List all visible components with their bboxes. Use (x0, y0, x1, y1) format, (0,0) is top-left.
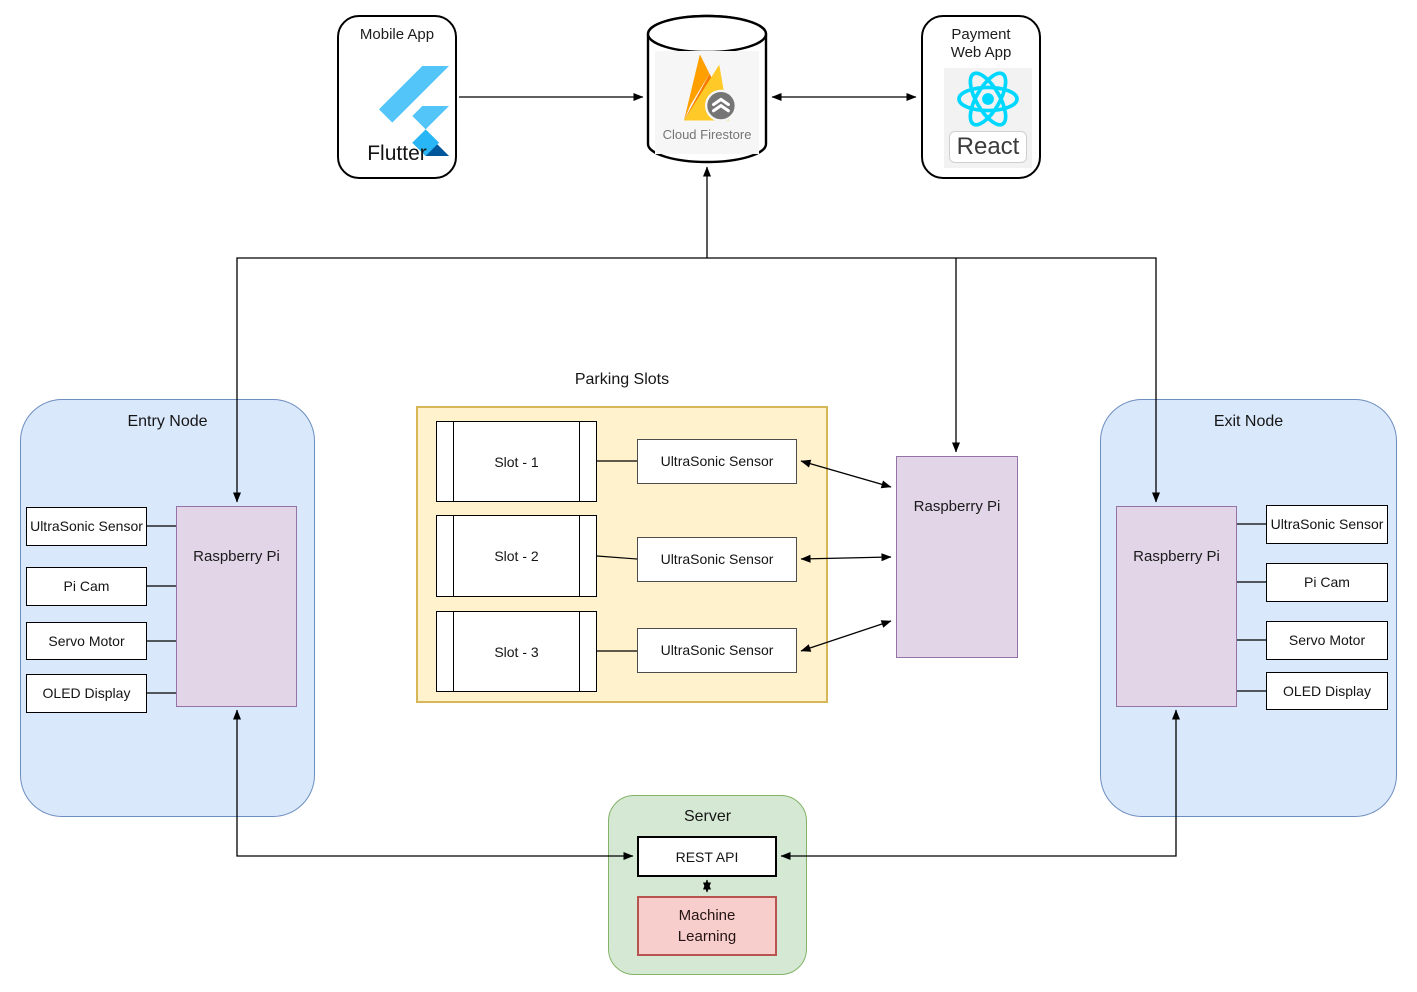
entry-device-servo: Servo Motor (26, 622, 147, 660)
react-label: React (948, 131, 1028, 163)
entry-node-title: Entry Node (127, 413, 208, 430)
server-title: Server (683, 808, 732, 825)
react-card: React (944, 68, 1032, 168)
entry-device-picam: Pi Cam (26, 567, 147, 606)
exit-device-ultrasonic: UltraSonic Sensor (1266, 505, 1388, 544)
central-raspberry-pi-box: Raspberry Pi (896, 456, 1018, 658)
parking-slots-title: Parking Slots (574, 371, 670, 388)
cloud-firestore-label: Cloud Firestore (662, 127, 752, 142)
exit-device-servo: Servo Motor (1266, 621, 1388, 660)
exit-device-oled: OLED Display (1266, 672, 1388, 710)
slot-2-box: Slot - 2 (436, 515, 597, 597)
exit-device-picam: Pi Cam (1266, 563, 1388, 602)
flutter-icon (378, 65, 450, 157)
slot-3-ultrasonic-sensor-box: UltraSonic Sensor (637, 628, 797, 673)
machine-learning-box: Machine Learning (637, 896, 777, 956)
slot-2-ultrasonic-sensor-box: UltraSonic Sensor (637, 537, 797, 582)
exit-node-title: Exit Node (1213, 413, 1284, 430)
entry-device-oled: OLED Display (26, 674, 147, 713)
entry-raspberry-pi-label: Raspberry Pi (193, 548, 280, 565)
slot-1-box: Slot - 1 (436, 421, 597, 502)
entry-device-ultrasonic: UltraSonic Sensor (26, 507, 147, 546)
exit-raspberry-pi-label: Raspberry Pi (1133, 548, 1220, 565)
react-icon (957, 71, 1019, 127)
slot-1-label: Slot - 1 (494, 453, 539, 470)
mobile-app-title: Mobile App (359, 26, 435, 43)
entry-raspberry-pi-box: Raspberry Pi (176, 506, 297, 707)
slot-2-label: Slot - 2 (494, 548, 539, 564)
mobile-app-node: Mobile App Flutter (337, 15, 457, 179)
slot-3-label: Slot - 3 (494, 643, 539, 660)
firestore-card: Cloud Firestore (655, 51, 759, 154)
payment-web-app-title: Payment Web App (950, 26, 1012, 61)
machine-learning-label: Machine Learning (677, 907, 737, 945)
cloud-firestore-node: Cloud Firestore (646, 13, 768, 165)
flutter-label: Flutter (367, 142, 427, 165)
payment-web-app-node: Payment Web App React (921, 15, 1041, 179)
central-raspberry-pi-label: Raspberry Pi (913, 498, 1001, 515)
exit-raspberry-pi-box: Raspberry Pi (1116, 506, 1237, 707)
slot-1-ultrasonic-sensor-box: UltraSonic Sensor (637, 439, 797, 484)
firestore-badge-icon (705, 89, 737, 122)
rest-api-box: REST API (637, 836, 777, 877)
slot-3-box: Slot - 3 (436, 611, 597, 692)
firebase-firestore-icon (683, 54, 737, 122)
